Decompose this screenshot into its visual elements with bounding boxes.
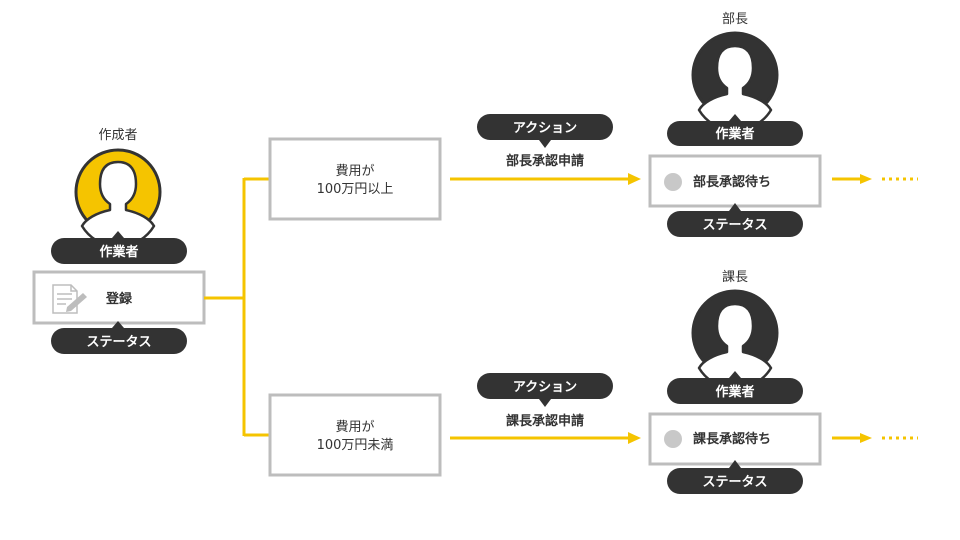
status-badge-upper: ステータス [667,203,803,237]
condition-upper-line1: 費用が [335,164,374,179]
condition-lower-line1: 費用が [335,420,374,435]
condition-box-upper: 費用が 100万円以上 [268,137,442,221]
status-badge-lower-label: ステータス [702,475,767,490]
status-box-lower: 課長承認待ち [648,412,822,466]
branch-connector [204,177,270,437]
action-label-upper: 部長承認申請 [506,153,584,169]
arrow-upper [450,173,641,185]
condition-box-lower: 費用が 100万円未満 [268,393,442,477]
document-pen-icon [52,284,87,314]
status-text-lower: 課長承認待ち [693,431,771,447]
condition-upper-line2: 100万円以上 [317,182,394,197]
worker-badge-upper-label: 作業者 [715,126,754,142]
status-dot-upper [664,173,682,191]
creator-status-text: 登録 [105,291,133,307]
approver-role-upper: 部長 [722,12,748,27]
action-badge-upper-label: アクション [513,121,577,136]
action-badge-lower: アクション [477,373,613,407]
continue-arrow-lower [832,433,918,443]
action-badge-lower-label: アクション [513,380,577,395]
creator-role-label: 作成者 [98,128,137,143]
condition-lower-line2: 100万円未満 [317,438,394,453]
action-badge-upper: アクション [477,114,613,148]
continue-arrow-upper [832,174,918,184]
status-badge-lower: ステータス [667,460,803,494]
arrow-lower [450,432,641,444]
creator-worker-badge: 作業者 [51,231,187,264]
creator-status-badge: ステータス [51,321,187,354]
status-dot-lower [664,430,682,448]
status-text-upper: 部長承認待ち [693,174,771,190]
status-badge-upper-label: ステータス [702,218,767,233]
action-label-lower: 課長承認申請 [506,413,584,429]
worker-badge-lower: 作業者 [667,371,803,404]
creator-status-badge-label: ステータス [86,335,151,350]
status-box-upper: 部長承認待ち [648,154,822,208]
worker-badge-lower-label: 作業者 [715,384,754,400]
approver-role-lower: 課長 [722,269,748,285]
creator-status-box: 登録 [32,270,206,325]
creator-worker-badge-label: 作業者 [99,244,138,260]
worker-badge-upper: 作業者 [667,114,803,146]
